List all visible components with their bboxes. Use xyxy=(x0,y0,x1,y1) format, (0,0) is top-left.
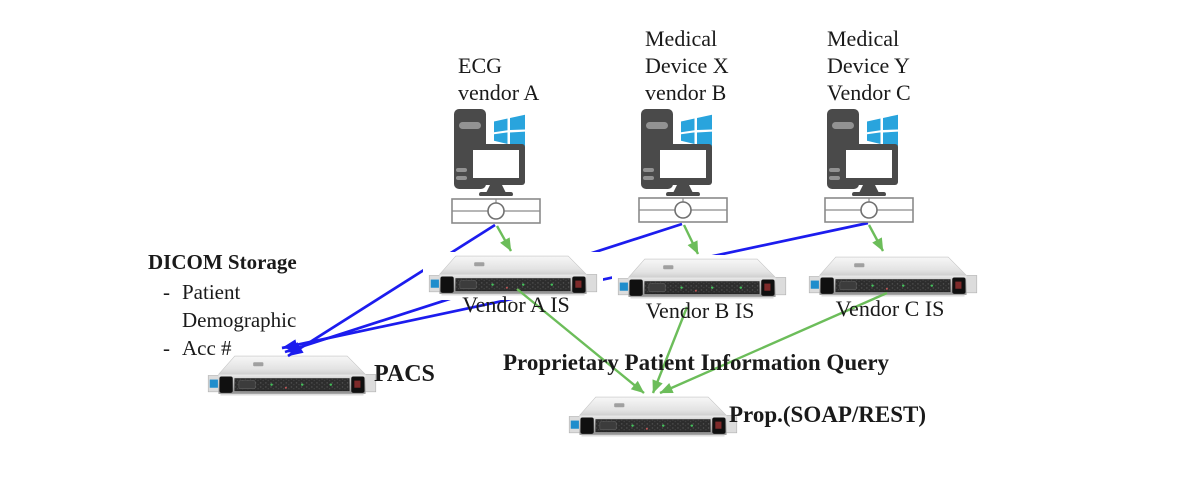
label-line: Medical xyxy=(827,26,900,51)
desktop-computer-icon xyxy=(454,109,525,197)
label-line: vendor B xyxy=(645,80,727,105)
arrow-ws-a-to-is-a xyxy=(495,225,513,252)
device-box-vendor-b xyxy=(638,197,728,228)
label-vendor-c-is: Vendor C IS xyxy=(835,296,945,321)
server-icon xyxy=(568,396,738,437)
vendor-b-is-server xyxy=(612,255,792,303)
dicom-storage-list: - Patient Demographic - Acc # xyxy=(148,278,348,362)
list-item-text: Acc # xyxy=(182,336,232,360)
device-box-icon xyxy=(638,197,728,223)
label-pacs: PACS xyxy=(374,361,435,387)
dash-bullet: - xyxy=(163,280,170,304)
label-line: vendor A xyxy=(458,80,540,105)
label-line: Vendor C xyxy=(827,80,911,105)
workstation-vendor-b xyxy=(637,108,727,201)
server-icon xyxy=(617,258,787,299)
prop-query-server xyxy=(563,393,743,441)
label-line: Device X xyxy=(645,53,729,78)
arrow-ws-b-to-is-b xyxy=(682,224,700,255)
label-medical-device-x-vendor-b: Medical Device X vendor B xyxy=(645,25,729,106)
label-prop-soap-rest: Prop.(SOAP/REST) xyxy=(729,402,927,427)
workstation-vendor-a xyxy=(450,108,540,201)
desktop-computer-icon xyxy=(641,109,712,197)
server-icon xyxy=(808,256,978,297)
label-line: ECG xyxy=(458,53,502,78)
vendor-c-is-server xyxy=(803,253,983,301)
arrow-ws-c-to-is-c xyxy=(867,224,885,252)
device-box-icon xyxy=(824,197,914,223)
dicom-storage-title: DICOM Storage xyxy=(148,250,297,274)
device-box-vendor-a xyxy=(451,198,541,229)
proprietary-query-label: Proprietary Patient Information Query xyxy=(503,350,890,375)
pacs-server xyxy=(202,352,382,400)
list-item-text: Patient Demographic xyxy=(182,280,297,332)
label-vendor-a-is: Vendor A IS xyxy=(462,292,570,317)
list-item: - Patient Demographic xyxy=(148,278,348,334)
desktop-computer-icon xyxy=(827,109,898,197)
workstation-vendor-c xyxy=(823,108,913,201)
dash-bullet: - xyxy=(163,336,170,360)
label-line: Device Y xyxy=(827,53,910,78)
label-vendor-b-is: Vendor B IS xyxy=(645,298,755,323)
device-box-icon xyxy=(451,198,541,224)
dicom-storage-note: DICOM Storage - Patient Demographic - Ac… xyxy=(148,249,348,362)
device-box-vendor-c xyxy=(824,197,914,228)
label-medical-device-y-vendor-c: Medical Device Y Vendor C xyxy=(827,25,911,106)
label-ecg-vendor-a: ECG vendor A xyxy=(458,52,539,106)
list-item: - Acc # xyxy=(148,334,348,362)
label-line: Medical xyxy=(645,26,718,51)
